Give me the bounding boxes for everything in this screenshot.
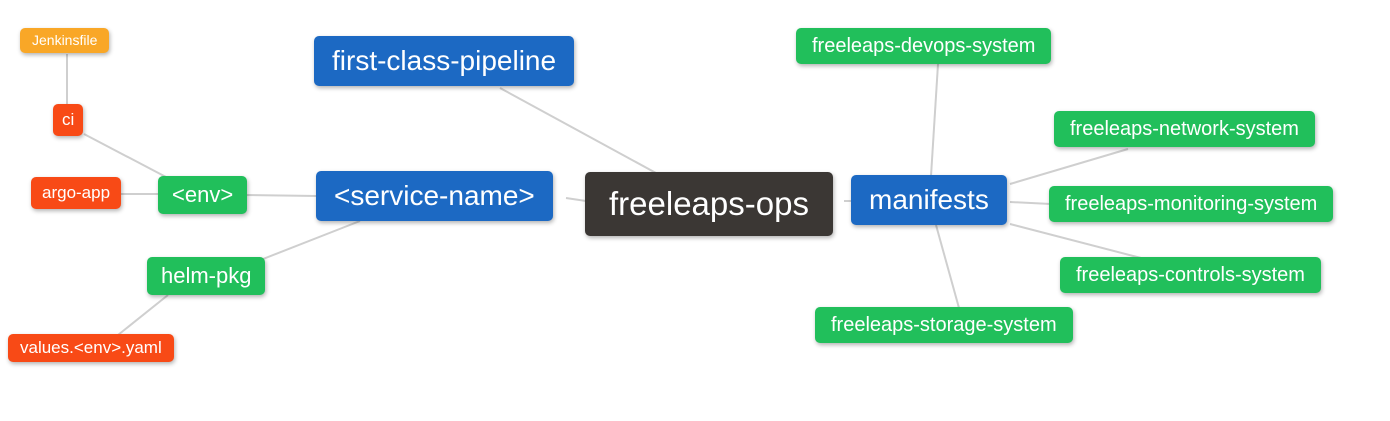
node-freeleaps-devops-system[interactable]: freeleaps-devops-system: [796, 28, 1052, 64]
edge-freeleaps-devops-system-to-manifests: [930, 63, 939, 177]
node-freeleaps-controls-system[interactable]: freeleaps-controls-system: [1060, 257, 1321, 293]
node-jenkinsfile[interactable]: Jenkinsfile: [20, 28, 110, 53]
edge-manifests-to-freeleaps-monitoring-system: [1009, 201, 1052, 205]
edge-first-class-pipeline-to-freeleaps-ops: [499, 87, 657, 174]
node-first-class-pipeline[interactable]: first-class-pipeline: [314, 36, 575, 86]
edge-ci-to-env: [83, 133, 167, 178]
node-freeleaps-monitoring-system[interactable]: freeleaps-monitoring-system: [1049, 186, 1334, 222]
node-freeleaps-ops[interactable]: freeleaps-ops: [585, 172, 833, 236]
node-helm-pkg[interactable]: helm-pkg: [147, 257, 266, 296]
edge-service-name-to-freeleaps-ops: [565, 197, 587, 202]
node-service-name[interactable]: <service-name>: [316, 171, 553, 221]
node-env[interactable]: <env>: [158, 176, 248, 215]
node-argo-app[interactable]: argo-app: [31, 177, 122, 210]
edge-manifests-to-freeleaps-controls-system: [1009, 223, 1142, 259]
node-freeleaps-network-system[interactable]: freeleaps-network-system: [1054, 111, 1315, 147]
edge-env-to-service-name: [242, 194, 318, 197]
edge-helm-pkg-to-values-env-yaml: [117, 294, 169, 336]
edge-manifests-to-freeleaps-network-system: [1009, 148, 1129, 185]
node-freeleaps-storage-system[interactable]: freeleaps-storage-system: [815, 307, 1073, 343]
node-manifests[interactable]: manifests: [851, 175, 1007, 225]
edge-manifests-to-freeleaps-storage-system: [935, 224, 960, 309]
edge-service-name-to-helm-pkg: [262, 220, 361, 260]
node-values-env-yaml[interactable]: values.<env>.yaml: [8, 334, 174, 363]
node-ci[interactable]: ci: [53, 104, 84, 137]
